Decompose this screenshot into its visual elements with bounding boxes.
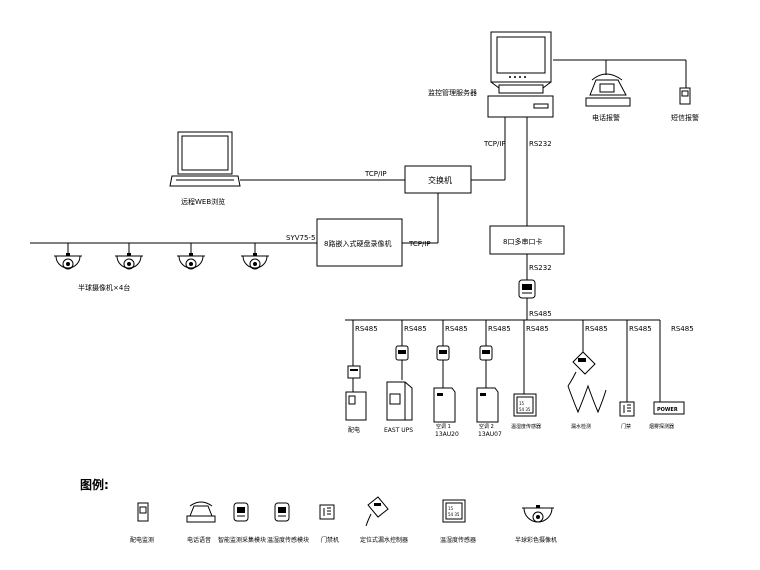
label-tcpip-dvr: TCP/IP [408, 240, 431, 248]
dvr-box [316, 218, 403, 267]
server-label: 监控管理服务器 [428, 88, 477, 97]
leak-detector-device [567, 351, 607, 414]
mobile-phone-icon [679, 87, 691, 105]
legend-item: 智能监测采集模块 [218, 536, 266, 544]
phone-label: 电话报警 [592, 113, 620, 122]
label-rs232-server: RS232 [529, 140, 552, 148]
branch-label: RS485 [526, 325, 549, 333]
legend: 图例: 配电监测 电话语音 智能监测采集模块 温湿度传感模块 [80, 477, 557, 544]
ups-device [386, 345, 413, 421]
server-computer [487, 31, 554, 118]
dev-ac2-label: 空调 2 [479, 423, 494, 430]
phone-icon [585, 73, 631, 107]
label-tcpip-laptop: TCP/IP [364, 170, 387, 178]
dome-camera-icon [115, 253, 143, 270]
door-access-device [619, 401, 635, 417]
serial-card-label: 8口多串口卡 [503, 237, 542, 246]
switch-box [404, 165, 472, 194]
branch-label: RS485 [585, 325, 608, 333]
dome-camera-icon [54, 253, 82, 270]
legend-item: 半球彩色摄像机 [515, 536, 557, 544]
label-rs485-bus: RS485 [529, 310, 552, 318]
legend-temp-sensor-icon: 15 54 35 [442, 499, 466, 523]
label-rs232-card: RS232 [529, 264, 552, 272]
legend-leak-icon [365, 496, 389, 527]
legend-item: 温湿度传感模块 [267, 536, 309, 544]
legend-item: 温湿度传感器 [440, 536, 476, 544]
svg-text:54 35: 54 35 [519, 407, 531, 412]
converter-module-icon [518, 279, 536, 299]
legend-phone-icon [186, 501, 216, 523]
switch-label: 交换机 [428, 175, 452, 185]
smoke-detector-device: POWER [653, 401, 685, 415]
branch-label: RS485 [404, 325, 427, 333]
legend-item: 定位式漏水控制器 [360, 536, 408, 544]
label-tcpip-server: TCP/IP [483, 140, 506, 148]
dev-power-label: 配电 [348, 426, 360, 434]
laptop-label: 远程WEB浏览 [181, 197, 225, 206]
svg-text:54 35: 54 35 [448, 512, 460, 517]
dev-ac1-label: 空调 1 [436, 423, 451, 430]
connections [30, 59, 687, 402]
branch-label: RS485 [671, 325, 694, 333]
cameras-label: 半球摄像机×4台 [78, 283, 130, 292]
dvr-label: 8路嵌入式硬盘录像机 [324, 239, 391, 248]
dev-door-label: 门禁 [621, 423, 631, 430]
temp-humidity-sensor-device: 15 54 35 [513, 393, 537, 417]
legend-power-icon [137, 502, 149, 522]
branch-label: RS485 [488, 325, 511, 333]
branch-label: RS485 [445, 325, 468, 333]
laptop-icon [169, 131, 241, 187]
air-conditioner-2-device [476, 345, 499, 423]
legend-item: 门禁机 [321, 536, 339, 544]
legend-temp-module-icon [274, 502, 290, 522]
dev-ac1-model: 13AU20 [435, 431, 459, 438]
dev-fire-label: 烟雾探测器 [649, 423, 674, 430]
legend-title: 图例: [80, 477, 109, 492]
link-labels: TCP/IP RS232 TCP/IP TCP/IP SYV75-5 RS232… [286, 140, 694, 333]
dome-camera-icon [177, 253, 205, 270]
legend-module-icon [233, 502, 249, 522]
dev-ups-label: EAST UPS [384, 427, 413, 434]
label-syv: SYV75-5 [286, 234, 315, 242]
svg-text:15: 15 [448, 506, 454, 511]
dev-fire-tag: POWER [657, 407, 678, 413]
legend-door-icon [319, 504, 335, 520]
legend-item: 配电监测 [130, 536, 154, 544]
air-conditioner-1-device [433, 345, 456, 423]
power-monitor-device [345, 365, 367, 421]
legend-item: 电话语音 [187, 536, 211, 544]
serial-card-box [489, 225, 565, 255]
branch-label: RS485 [629, 325, 652, 333]
legend-camera-icon [522, 505, 554, 523]
dev-temp-label: 温湿度传感器 [511, 423, 541, 430]
dev-leak-label: 漏水检测 [571, 423, 591, 430]
branch-label: RS485 [355, 325, 378, 333]
camera-icons [54, 253, 269, 270]
sms-label: 短信报警 [671, 113, 699, 122]
dome-camera-icon [241, 253, 269, 270]
dev-ac2-model: 13AU07 [478, 431, 502, 438]
svg-text:15: 15 [519, 401, 525, 406]
